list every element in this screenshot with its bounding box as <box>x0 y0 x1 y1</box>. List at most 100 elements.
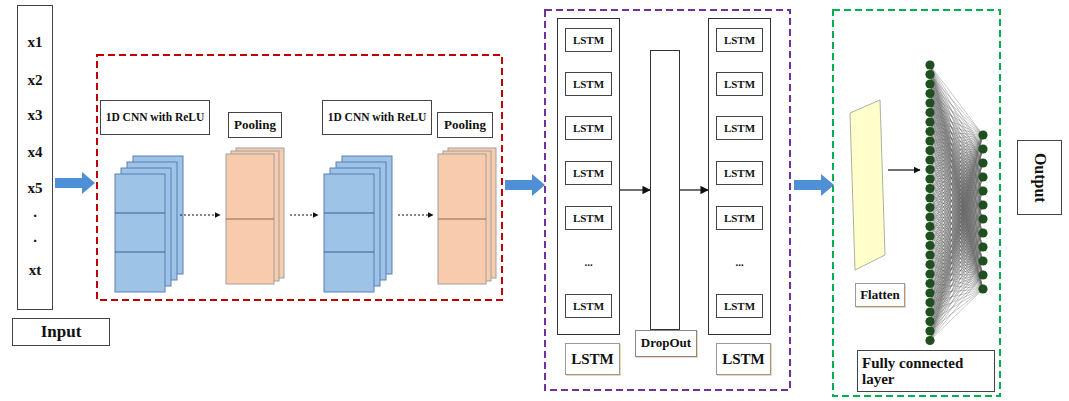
label-text: LSTM <box>573 34 604 46</box>
lstm-cell: LSTM <box>565 28 612 52</box>
neuron <box>978 284 987 293</box>
synapse <box>930 163 983 322</box>
dotted-arrow <box>398 215 433 216</box>
neuron <box>925 108 934 117</box>
synapse <box>930 122 983 289</box>
lstm-cell: LSTM <box>716 206 763 230</box>
neuron <box>925 241 934 250</box>
synapse <box>930 113 983 136</box>
label-text: DropOut <box>641 336 691 350</box>
synapse <box>930 149 983 331</box>
feature-map <box>324 174 374 292</box>
neuron <box>925 279 934 288</box>
layer-caption: DropOut <box>635 330 697 357</box>
synapse <box>930 247 983 341</box>
label-text: LSTM <box>724 122 755 134</box>
neuron <box>925 70 934 79</box>
label-text: . <box>18 229 52 246</box>
neuron <box>978 270 987 279</box>
cnn-region <box>97 55 502 300</box>
lstm-cell: LSTM <box>716 294 763 318</box>
synapse <box>930 135 983 341</box>
neuron <box>925 174 934 183</box>
neuron <box>925 146 934 155</box>
pooled-map <box>226 154 274 284</box>
lstm-cell: LSTM <box>716 28 763 52</box>
lstm-cell: LSTM <box>716 72 763 96</box>
label-text: LSTM <box>573 300 604 312</box>
synapse <box>930 191 983 341</box>
synapse <box>930 149 983 312</box>
synapse <box>930 177 983 341</box>
neuron-network <box>925 60 987 345</box>
label-text: Pooling <box>234 118 276 132</box>
input-vector: x1x2x3x4x5..xt <box>17 5 53 310</box>
neuron <box>925 155 934 164</box>
flow-connector <box>680 189 708 190</box>
lstm-region <box>545 10 790 390</box>
synapse <box>930 289 983 341</box>
flatten-arrow <box>888 169 920 170</box>
pooled-map <box>438 154 486 284</box>
neuron <box>925 136 934 145</box>
synapse <box>930 261 983 341</box>
synapse <box>930 163 983 341</box>
lstm-layer: LSTMLSTMLSTMLSTMLSTMLSTMLSTM <box>708 18 771 375</box>
neuron <box>978 158 987 167</box>
lstm-layer: LSTMLSTMLSTMLSTMLSTMLSTMLSTM <box>557 18 620 375</box>
output-box: Output <box>1017 140 1062 215</box>
neuron <box>925 165 934 174</box>
dropout-layer: DropOut <box>635 50 697 358</box>
dotted-arrow <box>290 215 318 216</box>
synapse <box>930 135 983 151</box>
cell-line <box>324 252 374 253</box>
feature-maps <box>115 148 496 292</box>
neuron <box>925 269 934 278</box>
layer-label: Pooling <box>437 112 493 138</box>
label-text: LSTM <box>724 167 755 179</box>
synapse <box>930 135 983 293</box>
label-text: x3 <box>18 107 52 124</box>
dotted-arrow <box>180 215 220 216</box>
label-text: LSTM <box>573 167 604 179</box>
neuron <box>925 184 934 193</box>
flatten-shape <box>850 100 885 270</box>
label-text: Flatten <box>860 288 900 302</box>
label-text: x4 <box>18 144 52 161</box>
lstm-cell: LSTM <box>565 116 612 140</box>
lstm-cell: LSTM <box>565 72 612 96</box>
synapse <box>930 113 983 276</box>
lstm-cell: LSTM <box>565 161 612 185</box>
neuron <box>925 127 934 136</box>
neuron <box>925 336 934 345</box>
lstm-cell: LSTM <box>565 294 612 318</box>
neuron <box>925 298 934 307</box>
lstm-cell: LSTM <box>716 116 763 140</box>
synapse <box>930 84 983 135</box>
label-text: LSTM <box>724 34 755 46</box>
neuron <box>925 307 934 316</box>
synapse <box>930 122 983 135</box>
neuron <box>925 288 934 297</box>
dense-label: Fully connected layer <box>857 350 995 392</box>
synapse <box>930 233 983 341</box>
synapse <box>930 103 983 149</box>
cell-line <box>115 213 165 214</box>
label-text: LSTM <box>573 122 604 134</box>
synapse <box>930 205 983 341</box>
neuron <box>925 98 934 107</box>
label-text: LSTM <box>724 212 755 224</box>
cell-line <box>226 219 274 220</box>
neuron <box>925 193 934 202</box>
layer-label: 1D CNN with ReLU <box>322 100 432 135</box>
neuron <box>978 130 987 139</box>
neuron <box>978 256 987 265</box>
layer-label: 1D CNN with ReLU <box>100 100 210 135</box>
neuron <box>978 172 987 181</box>
neuron <box>925 250 934 259</box>
label-text: Pooling <box>444 118 486 132</box>
cell-line <box>438 219 486 220</box>
neuron <box>925 212 934 221</box>
